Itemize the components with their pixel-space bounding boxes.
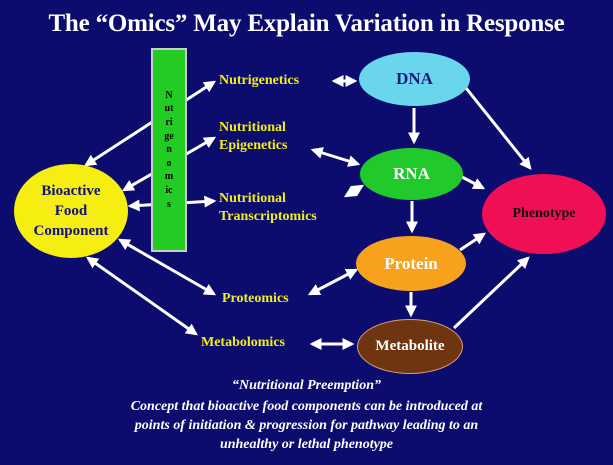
- metabolite-node: Metabolite: [357, 319, 463, 374]
- arrow-bioactive-metabolomics: [86, 256, 198, 336]
- arrow-dna-phenotype: [464, 87, 532, 170]
- bioactive-line-3: Component: [33, 223, 109, 239]
- arrow-transcriptomics-rna: [343, 184, 365, 198]
- nutritional-epigenetics-label-line-2: Epigenetics: [219, 138, 288, 153]
- bioactive-line-2: Food: [54, 203, 88, 219]
- protein-node: Protein: [356, 236, 466, 291]
- nutrigenomics-bar: Nutrigenomics: [151, 48, 187, 252]
- nutrigenetics-label: Nutrigenetics: [219, 73, 300, 88]
- metabolomics-label: Metabolomics: [201, 335, 285, 350]
- arrow-bioactive-nutrigenetics: [83, 80, 217, 167]
- nutrigenomics-label: Nutrigenomics: [164, 89, 174, 210]
- arrow-rna-phenotype: [461, 175, 486, 190]
- rna-node: RNA: [360, 148, 463, 200]
- bioactive-food-component-node: Bioactive Food Component: [14, 164, 128, 258]
- slide-title: The “Omics” May Explain Variation in Res…: [48, 10, 565, 37]
- caption-line-1: Concept that bioactive food components c…: [130, 399, 483, 414]
- caption-line-3: unhealthy or lethal phenotype: [219, 437, 394, 452]
- caption-heading: “Nutritional Preemption”: [232, 378, 381, 393]
- nutritional-transcriptomics-label-line-1: Nutritional: [219, 191, 286, 206]
- nutritional-epigenetics-label-line-1: Nutritional: [219, 120, 286, 135]
- dna-node: DNA: [359, 52, 470, 106]
- proteomics-label: Proteomics: [222, 291, 289, 306]
- arrow-protein-phenotype: [459, 232, 486, 252]
- arrow-proteomics-protein: [307, 268, 359, 296]
- arrow-epigenetics-rna: [310, 147, 361, 167]
- arrow-metabolite-phenotype: [452, 256, 530, 330]
- nutritional-transcriptomics-label-line-2: Transcriptomics: [219, 209, 317, 224]
- phenotype-node: Phenotype: [482, 174, 606, 254]
- caption-line-2: points of initiation & progression for p…: [134, 418, 479, 433]
- bioactive-line-1: Bioactive: [41, 183, 101, 199]
